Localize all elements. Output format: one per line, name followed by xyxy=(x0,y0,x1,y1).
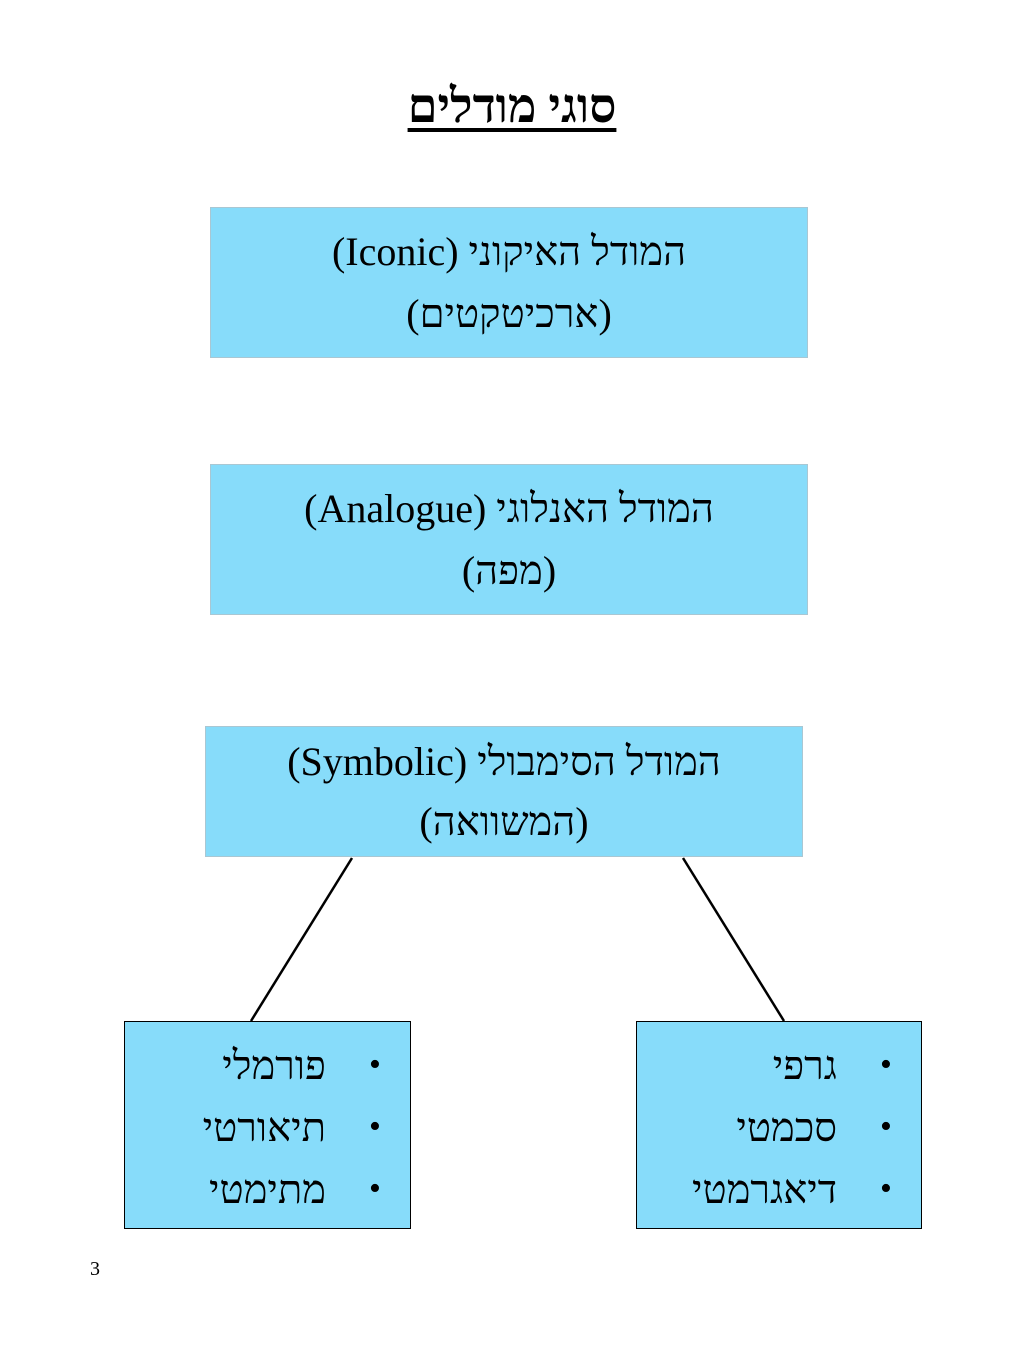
list-item-label: סכמטי xyxy=(736,1104,837,1150)
bullet-icon: • xyxy=(880,1170,892,1207)
analogue-model-example: (מפה) xyxy=(461,547,557,593)
list-item-label: גרפי xyxy=(772,1042,837,1088)
bullet-icon: • xyxy=(369,1046,381,1083)
analogue-model-name: המודל האנלוגי (Analogue) xyxy=(304,485,714,531)
list-item: • תיאורטי xyxy=(125,1096,410,1158)
bullet-icon: • xyxy=(880,1108,892,1145)
symbolic-model-example: (המשוואה) xyxy=(419,798,589,844)
graphic-subtypes-box: • גרפי • סכמטי • דיאגרמטי xyxy=(636,1021,922,1229)
graphic-subtypes-list: • גרפי • סכמטי • דיאגרמטי xyxy=(637,1034,921,1220)
analogue-model-box: המודל האנלוגי (Analogue) (מפה) xyxy=(210,464,808,615)
symbolic-model-name: המודל הסימבולי (Symbolic) xyxy=(287,738,721,784)
page-number: 3 xyxy=(90,1258,100,1280)
list-item: • סכמטי xyxy=(637,1096,921,1158)
list-item-label: מתימטי xyxy=(209,1166,326,1212)
list-item: • גרפי xyxy=(637,1034,921,1096)
list-item-label: תיאורטי xyxy=(202,1104,326,1150)
bullet-icon: • xyxy=(369,1170,381,1207)
iconic-model-example: (ארכיטקטים) xyxy=(406,290,612,336)
list-item: • פורמלי xyxy=(125,1034,410,1096)
list-item-label: פורמלי xyxy=(222,1042,326,1088)
connector-to-formal xyxy=(249,857,354,1022)
iconic-model-name: המודל האיקוני (Iconic) xyxy=(331,228,687,274)
formal-subtypes-list: • פורמלי • תיאורטי • מתימטי xyxy=(125,1034,410,1220)
symbolic-model-box: המודל הסימבולי (Symbolic) (המשוואה) xyxy=(205,726,803,857)
formal-subtypes-box: • פורמלי • תיאורטי • מתימטי xyxy=(124,1021,411,1229)
list-item-label: דיאגרמטי xyxy=(692,1166,837,1212)
iconic-model-box: המודל האיקוני (Iconic) (ארכיטקטים) xyxy=(210,207,808,358)
page-title: סוגי מודלים xyxy=(407,80,617,133)
connector-to-graphic xyxy=(681,857,786,1022)
list-item: • מתימטי xyxy=(125,1158,410,1220)
list-item: • דיאגרמטי xyxy=(637,1158,921,1220)
bullet-icon: • xyxy=(880,1046,892,1083)
bullet-icon: • xyxy=(369,1108,381,1145)
